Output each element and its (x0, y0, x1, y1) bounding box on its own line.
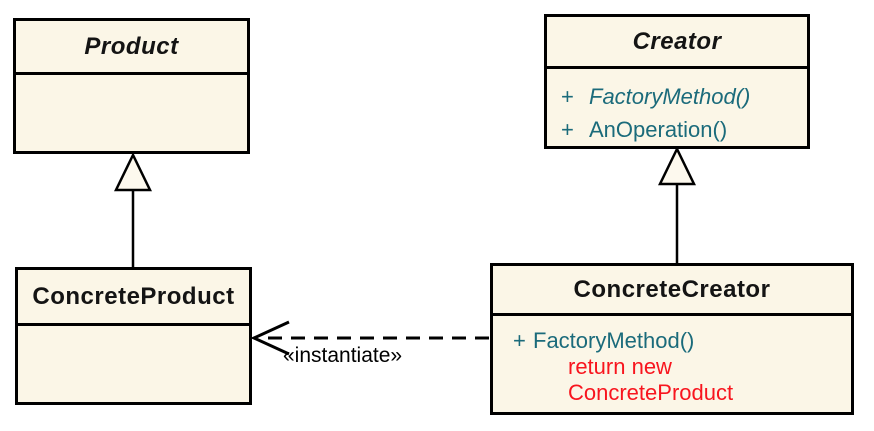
method-name-anoperation: AnOperation() (589, 116, 728, 142)
visibility-public: + (561, 116, 574, 142)
inheritance-triangle-creator-icon (658, 146, 696, 186)
method-name-factorymethod: FactoryMethod() (589, 83, 751, 109)
class-body-creator: + FactoryMethod() + AnOperation() (547, 69, 807, 146)
class-name-product: Product (16, 21, 247, 75)
visibility-public: + (561, 83, 574, 109)
class-box-creator: Creator + FactoryMethod() + AnOperation(… (544, 14, 810, 149)
class-name-concrete-product: ConcreteProduct (18, 270, 249, 326)
class-body-product (16, 75, 247, 151)
inheritance-triangle-product-icon (114, 152, 152, 192)
class-box-concrete-creator: ConcreteCreator + FactoryMethod() return… (490, 263, 854, 415)
class-box-product: Product (13, 18, 250, 154)
visibility-public: + (513, 327, 526, 353)
method-row-factorymethod: + FactoryMethod() (493, 327, 851, 354)
method-name-factorymethod: FactoryMethod() (533, 327, 695, 353)
method-row-factorymethod: + FactoryMethod() (547, 80, 807, 113)
note-concrete-product: ConcreteProduct (568, 380, 734, 405)
class-name-creator: Creator (547, 17, 807, 69)
class-box-concrete-product: ConcreteProduct (15, 267, 252, 405)
class-body-concrete-creator: + FactoryMethod() return new ConcretePro… (493, 316, 851, 406)
class-name-concrete-creator: ConcreteCreator (493, 266, 851, 316)
note-return-new: return new (568, 354, 672, 379)
instantiate-label: «instantiate» (283, 344, 403, 367)
method-row-anoperation: + AnOperation() (547, 113, 807, 146)
